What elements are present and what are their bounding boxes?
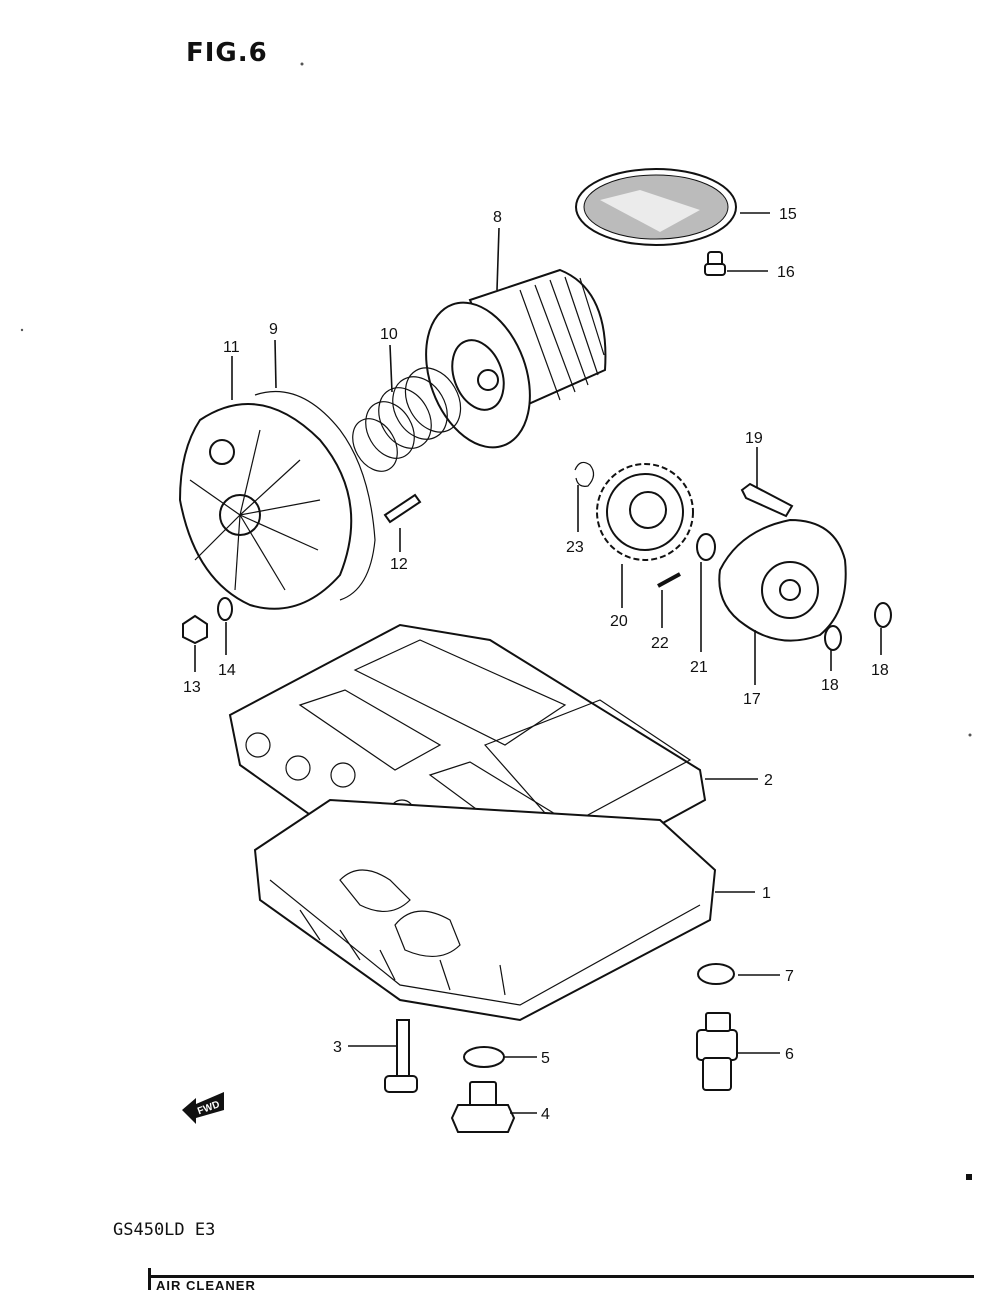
fwd-label: FWD (196, 1099, 221, 1117)
speck (20, 328, 24, 332)
footer-bar: AIR CLEANER (148, 1268, 974, 1298)
bolt-part-3 (384, 1019, 418, 1093)
callout-15: 15 (779, 206, 797, 223)
callout-9: 9 (269, 321, 278, 338)
bolt-part-19 (740, 482, 794, 518)
callout-20: 20 (610, 613, 628, 630)
speck (966, 1174, 972, 1180)
callout-3: 3 (333, 1039, 342, 1056)
callout-23: 23 (566, 539, 584, 556)
oil-filter-part-8 (425, 268, 607, 449)
callout-12: 12 (390, 556, 408, 573)
callout-18a: 18 (821, 677, 839, 694)
screw-part-16 (704, 251, 726, 276)
model-code: GS450LD E3 (113, 1220, 216, 1240)
oil-pan-part-1 (253, 798, 717, 1022)
washer-part-14 (217, 597, 233, 621)
filter-cover-part-11 (178, 403, 353, 610)
callout-10: 10 (380, 326, 398, 343)
washer-part-5 (463, 1046, 505, 1068)
callout-22: 22 (651, 635, 669, 652)
callout-6: 6 (785, 1046, 794, 1063)
oil-pump-part-17 (718, 518, 847, 642)
oil-pressure-switch-part-6 (696, 1012, 738, 1091)
callout-14: 14 (218, 662, 236, 679)
figure-title: FIG.6 (186, 38, 268, 68)
callout-17: 17 (743, 691, 761, 708)
callout-7: 7 (785, 968, 794, 985)
footer-label: AIR CLEANER (156, 1278, 256, 1293)
stud-part-12 (383, 493, 422, 524)
nut-part-13 (182, 614, 208, 645)
speck (300, 62, 304, 66)
fwd-arrow-icon (182, 1092, 224, 1124)
callout-8: 8 (493, 209, 502, 226)
o-ring-part-9 (254, 391, 376, 601)
drain-plug-part-4 (450, 1081, 516, 1133)
spring-part-10 (352, 367, 462, 472)
circlip-part-23 (574, 461, 595, 487)
callout-11: 11 (223, 339, 240, 356)
callout-1: 1 (762, 885, 771, 902)
leader-lines (194, 212, 882, 1114)
callout-2: 2 (764, 772, 773, 789)
footer-rule (148, 1275, 974, 1278)
speck (968, 733, 972, 737)
o-ring-part-18a (824, 625, 842, 651)
callout-19: 19 (745, 430, 763, 447)
callout-4: 4 (541, 1106, 550, 1123)
oil-strainer-part-15 (575, 168, 737, 246)
footer-tick (148, 1268, 151, 1290)
callout-13: 13 (183, 679, 201, 696)
gasket-part-7 (697, 963, 735, 985)
callout-21: 21 (690, 659, 708, 676)
o-ring-part-18b (874, 602, 892, 628)
pin-part-22 (657, 572, 681, 588)
washer-part-21 (696, 533, 716, 561)
callout-5: 5 (541, 1050, 550, 1067)
gear-part-20 (596, 463, 694, 561)
callout-18b: 18 (871, 662, 889, 679)
callout-16: 16 (777, 264, 795, 281)
